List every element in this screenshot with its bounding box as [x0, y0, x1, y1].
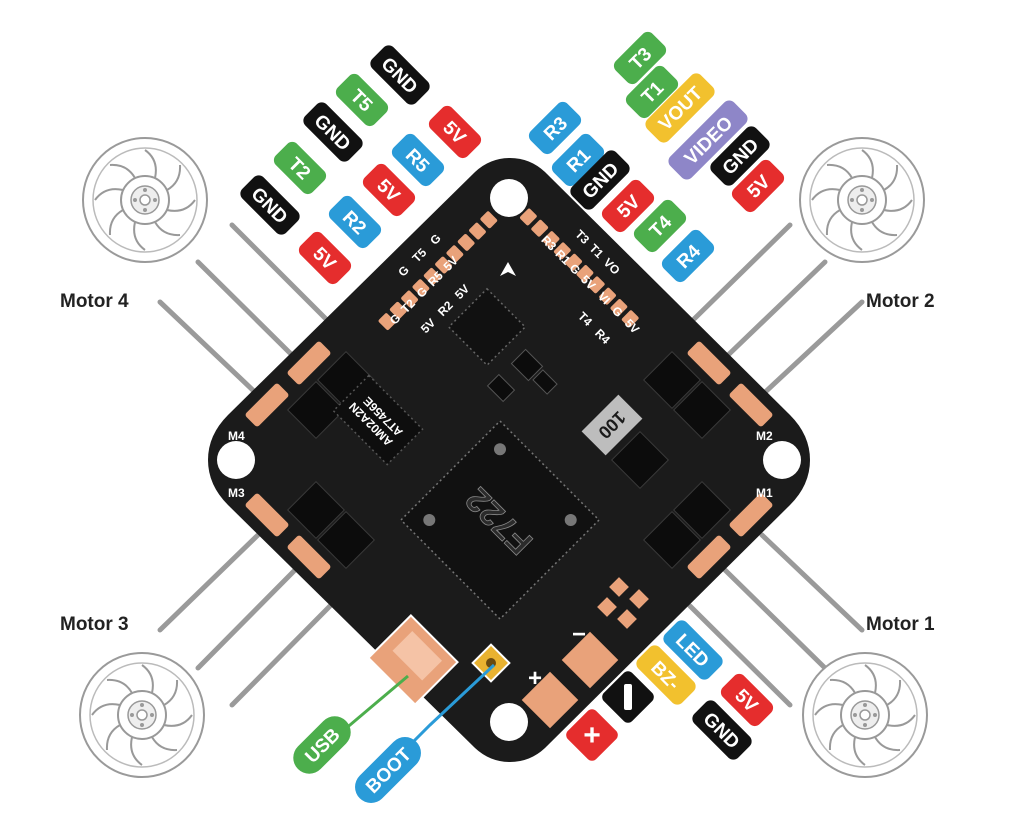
pin-tag-r3: R3	[528, 101, 582, 155]
motor1-label: Motor 1	[866, 614, 935, 635]
plus-tag-label: +	[583, 719, 601, 752]
motor4-wire-3	[157, 299, 261, 398]
motor1-wire-2	[722, 567, 828, 671]
plus-tag: +	[566, 709, 618, 761]
mount-hole-left	[217, 441, 255, 479]
mcu-chip	[399, 419, 601, 621]
esc-pads	[245, 341, 773, 579]
motor-3	[79, 652, 205, 778]
motor-1	[802, 652, 928, 778]
motor3-wire-3	[229, 603, 333, 708]
mosfets	[287, 351, 731, 569]
motor1-wire-3	[687, 603, 793, 708]
pin-tag-5v: 5V	[428, 105, 482, 159]
orientation-arrow	[500, 262, 516, 276]
motor-2	[799, 137, 925, 263]
pin-tag-t2: T2	[273, 141, 327, 195]
motor2-wire-1	[687, 222, 793, 326]
pin-tag-5v: 5V	[298, 231, 352, 285]
usb-port	[367, 614, 459, 706]
pin-tag-gnd: GND	[240, 175, 300, 235]
flight-controller-board: AT7456E AM02A2N F722 100 − +	[208, 158, 810, 762]
motor3-label: Motor 3	[60, 614, 129, 635]
motor-4	[82, 137, 208, 263]
m1-pad-label: M1	[756, 486, 773, 500]
pin-tag-5v: 5V	[720, 673, 774, 727]
boot-tag: BOOT	[355, 737, 421, 803]
m4-pad-label: M4	[228, 429, 245, 443]
motor1-wire-1	[759, 532, 865, 633]
usb-tag: USB	[293, 716, 351, 774]
osd-chip: AT7456E AM02A2N	[332, 374, 424, 466]
board-minus-mark: −	[572, 621, 586, 648]
gyro-chip	[447, 287, 527, 367]
motor2-label: Motor 2	[866, 291, 935, 312]
m3-pad-label: M3	[228, 486, 245, 500]
battery-minus-pad	[561, 631, 619, 689]
led-buzzer-pads	[597, 577, 649, 629]
motor2-wire-3	[759, 299, 865, 398]
motor2-wire-2	[722, 259, 828, 361]
motor3-wire-1	[157, 532, 261, 633]
motor4-wire-1	[229, 222, 333, 326]
motor4-wire-2	[195, 259, 298, 361]
pin-tag-r2: R2	[328, 195, 382, 249]
mount-hole-bottom	[490, 703, 528, 741]
motor3-wire-2	[195, 567, 298, 671]
minus-tag	[602, 671, 654, 723]
motor4-label: Motor 4	[60, 291, 129, 312]
pin-tag-r5: R5	[391, 133, 445, 187]
m2-pad-label: M2	[756, 429, 773, 443]
battery-plus-pad	[521, 671, 579, 729]
mount-hole-top	[490, 179, 528, 217]
pin-tag-gnd: GND	[570, 150, 630, 210]
current-sensor: 100	[581, 394, 643, 456]
pad-row-top-left	[378, 211, 498, 330]
small-components	[486, 348, 558, 403]
motor-wires	[157, 222, 865, 708]
pad-row-top-right	[520, 208, 639, 328]
board-plus-mark: +	[528, 665, 542, 692]
mount-hole-right	[763, 441, 801, 479]
